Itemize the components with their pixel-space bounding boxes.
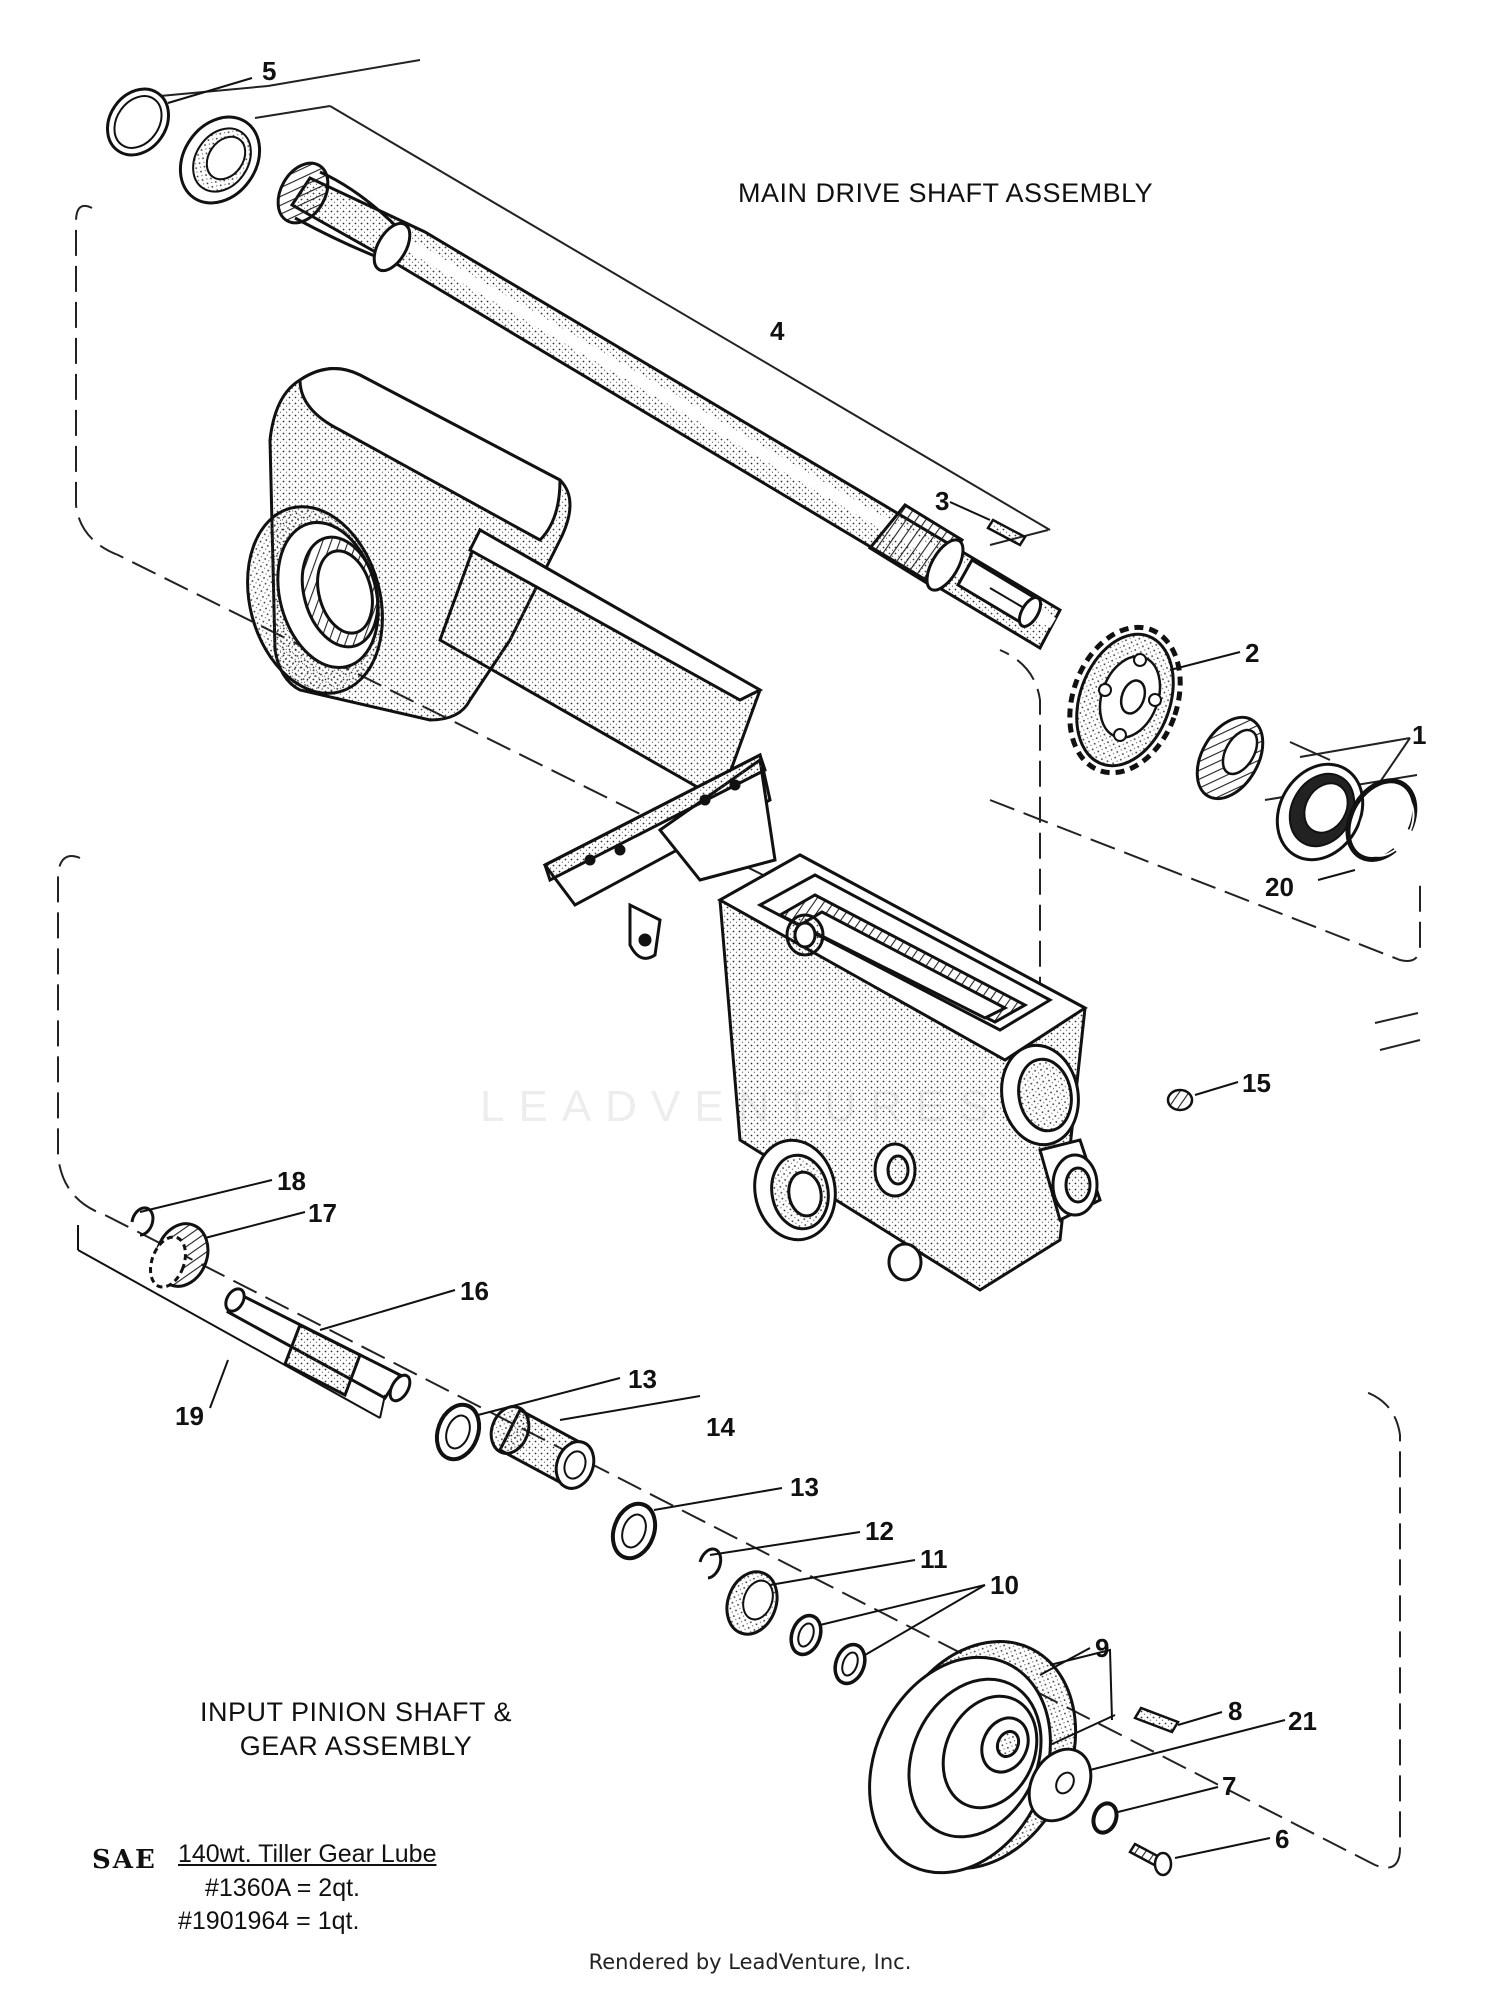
lube-quantity-1: #1360A = 2qt. [205, 1874, 361, 1902]
title-input-pinion-line1: INPUT PINION SHAFT & [199, 1697, 513, 1727]
key-part-3 [949, 501, 1027, 547]
pulley-part-9 [868, 1639, 1113, 1875]
gear-part-2 [1067, 624, 1241, 776]
washer-part-21 [1027, 1719, 1286, 1823]
main-drive-shaft-part-4 [276, 161, 1062, 651]
label-part-17: 17 [308, 1198, 337, 1228]
label-part-2: 2 [1245, 638, 1259, 668]
label-part-8: 8 [1228, 1696, 1242, 1726]
label-part-11: 11 [920, 1544, 948, 1574]
footer-credit: Rendered by LeadVenture, Inc. [588, 1950, 912, 1974]
label-part-15: 15 [1242, 1068, 1271, 1098]
washers-part-10 [789, 1584, 986, 1686]
title-main-drive-shaft-assembly: MAIN DRIVE SHAFT ASSEMBLY [738, 178, 1154, 208]
bearing-part-11 [725, 1559, 916, 1636]
label-part-9: 9 [1095, 1633, 1109, 1663]
label-part-21: 21 [1288, 1706, 1317, 1736]
label-part-18: 18 [277, 1166, 306, 1196]
assembly-bracket-19 [77, 1225, 386, 1419]
label-part-13b: 13 [790, 1472, 819, 1502]
retaining-ring-part-18 [130, 1179, 273, 1237]
snap-ring-part-12 [698, 1531, 861, 1580]
input-shaft-part-16 [224, 1287, 456, 1403]
bushing-part-14 [489, 1395, 701, 1490]
label-part-10: 10 [990, 1570, 1019, 1600]
label-part-12: 12 [865, 1516, 894, 1546]
label-part-7: 7 [1222, 1771, 1236, 1801]
label-part-13a: 13 [628, 1364, 657, 1394]
lock-washer-part-7 [1091, 1786, 1219, 1835]
label-part-5: 5 [262, 56, 276, 86]
washer-part-13b [610, 1487, 783, 1561]
part-number-labels: 5 4 3 2 1 20 15 18 17 16 19 13 14 13 12 … [175, 56, 1426, 1854]
lube-product: 140wt. Tiller Gear Lube [178, 1840, 437, 1868]
label-part-4: 4 [770, 316, 785, 346]
label-part-6: 6 [1275, 1824, 1289, 1854]
retaining-ring-part-20 [1317, 778, 1418, 881]
lube-quantity-2: #1901964 = 1qt. [178, 1907, 360, 1935]
snap-ring-part-5 [106, 77, 253, 157]
title-input-pinion-line2: GEAR ASSEMBLY [239, 1731, 473, 1761]
label-part-1: 1 [1412, 720, 1426, 750]
bearing-part-1 [1195, 715, 1365, 862]
label-part-20: 20 [1265, 872, 1294, 902]
key-part-8 [1049, 1706, 1223, 1746]
label-part-3: 3 [935, 486, 949, 516]
transmission-housing [246, 367, 1102, 1292]
sae-label: SAE [92, 1845, 157, 1875]
set-screw-part-15 [1166, 1081, 1239, 1112]
pinion-gear-part-17 [149, 1211, 306, 1289]
label-part-19: 19 [175, 1401, 204, 1431]
bearing-cup-upper [178, 115, 262, 205]
label-part-14: 14 [706, 1412, 735, 1442]
bolt-part-6 [1128, 1837, 1271, 1877]
label-part-16: 16 [460, 1276, 489, 1306]
washer-part-13a [434, 1377, 621, 1462]
assembly-outline [57, 204, 1421, 1869]
